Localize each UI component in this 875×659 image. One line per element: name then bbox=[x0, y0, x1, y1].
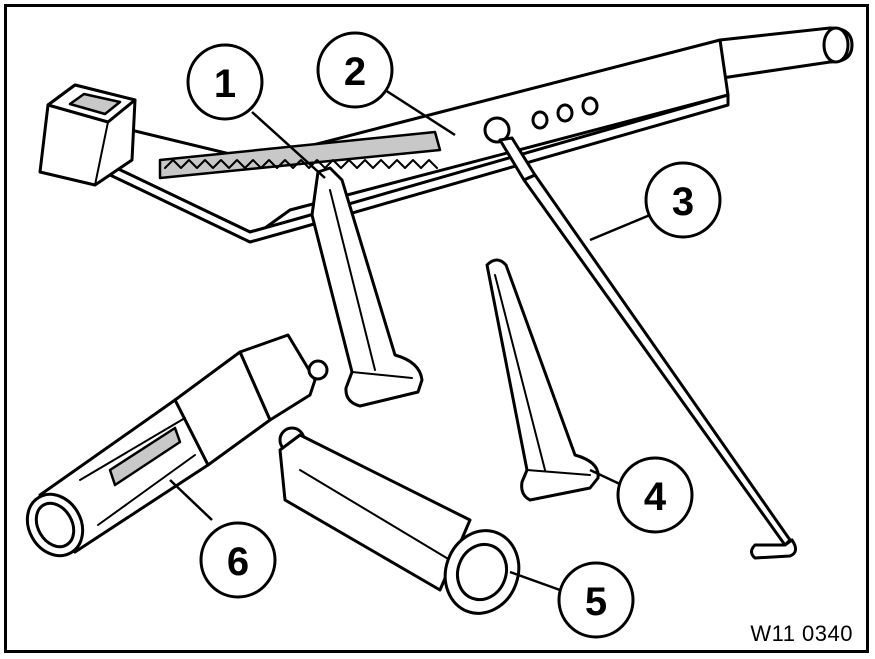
hook-wedge-tool bbox=[310, 166, 424, 408]
figure-code: W11 0340 bbox=[750, 621, 853, 646]
callout-3-label: 3 bbox=[672, 180, 694, 224]
callout-2-label: 2 bbox=[344, 50, 366, 94]
hooked-rod-tool bbox=[483, 116, 797, 560]
lever-bar-tool bbox=[38, 26, 854, 244]
callout-2: 2 bbox=[316, 31, 394, 109]
cylindrical-puller-tool bbox=[25, 333, 329, 558]
callout-5-label: 5 bbox=[585, 580, 607, 624]
callout-3: 3 bbox=[644, 161, 722, 239]
callout-1: 1 bbox=[186, 43, 264, 121]
callout-6: 6 bbox=[199, 521, 277, 599]
leader-lines bbox=[169, 88, 651, 592]
conical-sleeve-tool bbox=[278, 426, 521, 615]
callout-5: 5 bbox=[557, 561, 635, 639]
callout-1-label: 1 bbox=[214, 62, 236, 106]
tapered-wedge-tool bbox=[485, 258, 600, 502]
callout-4-label: 4 bbox=[644, 475, 667, 519]
callout-6-label: 6 bbox=[227, 540, 249, 584]
callout-4: 4 bbox=[616, 456, 694, 534]
